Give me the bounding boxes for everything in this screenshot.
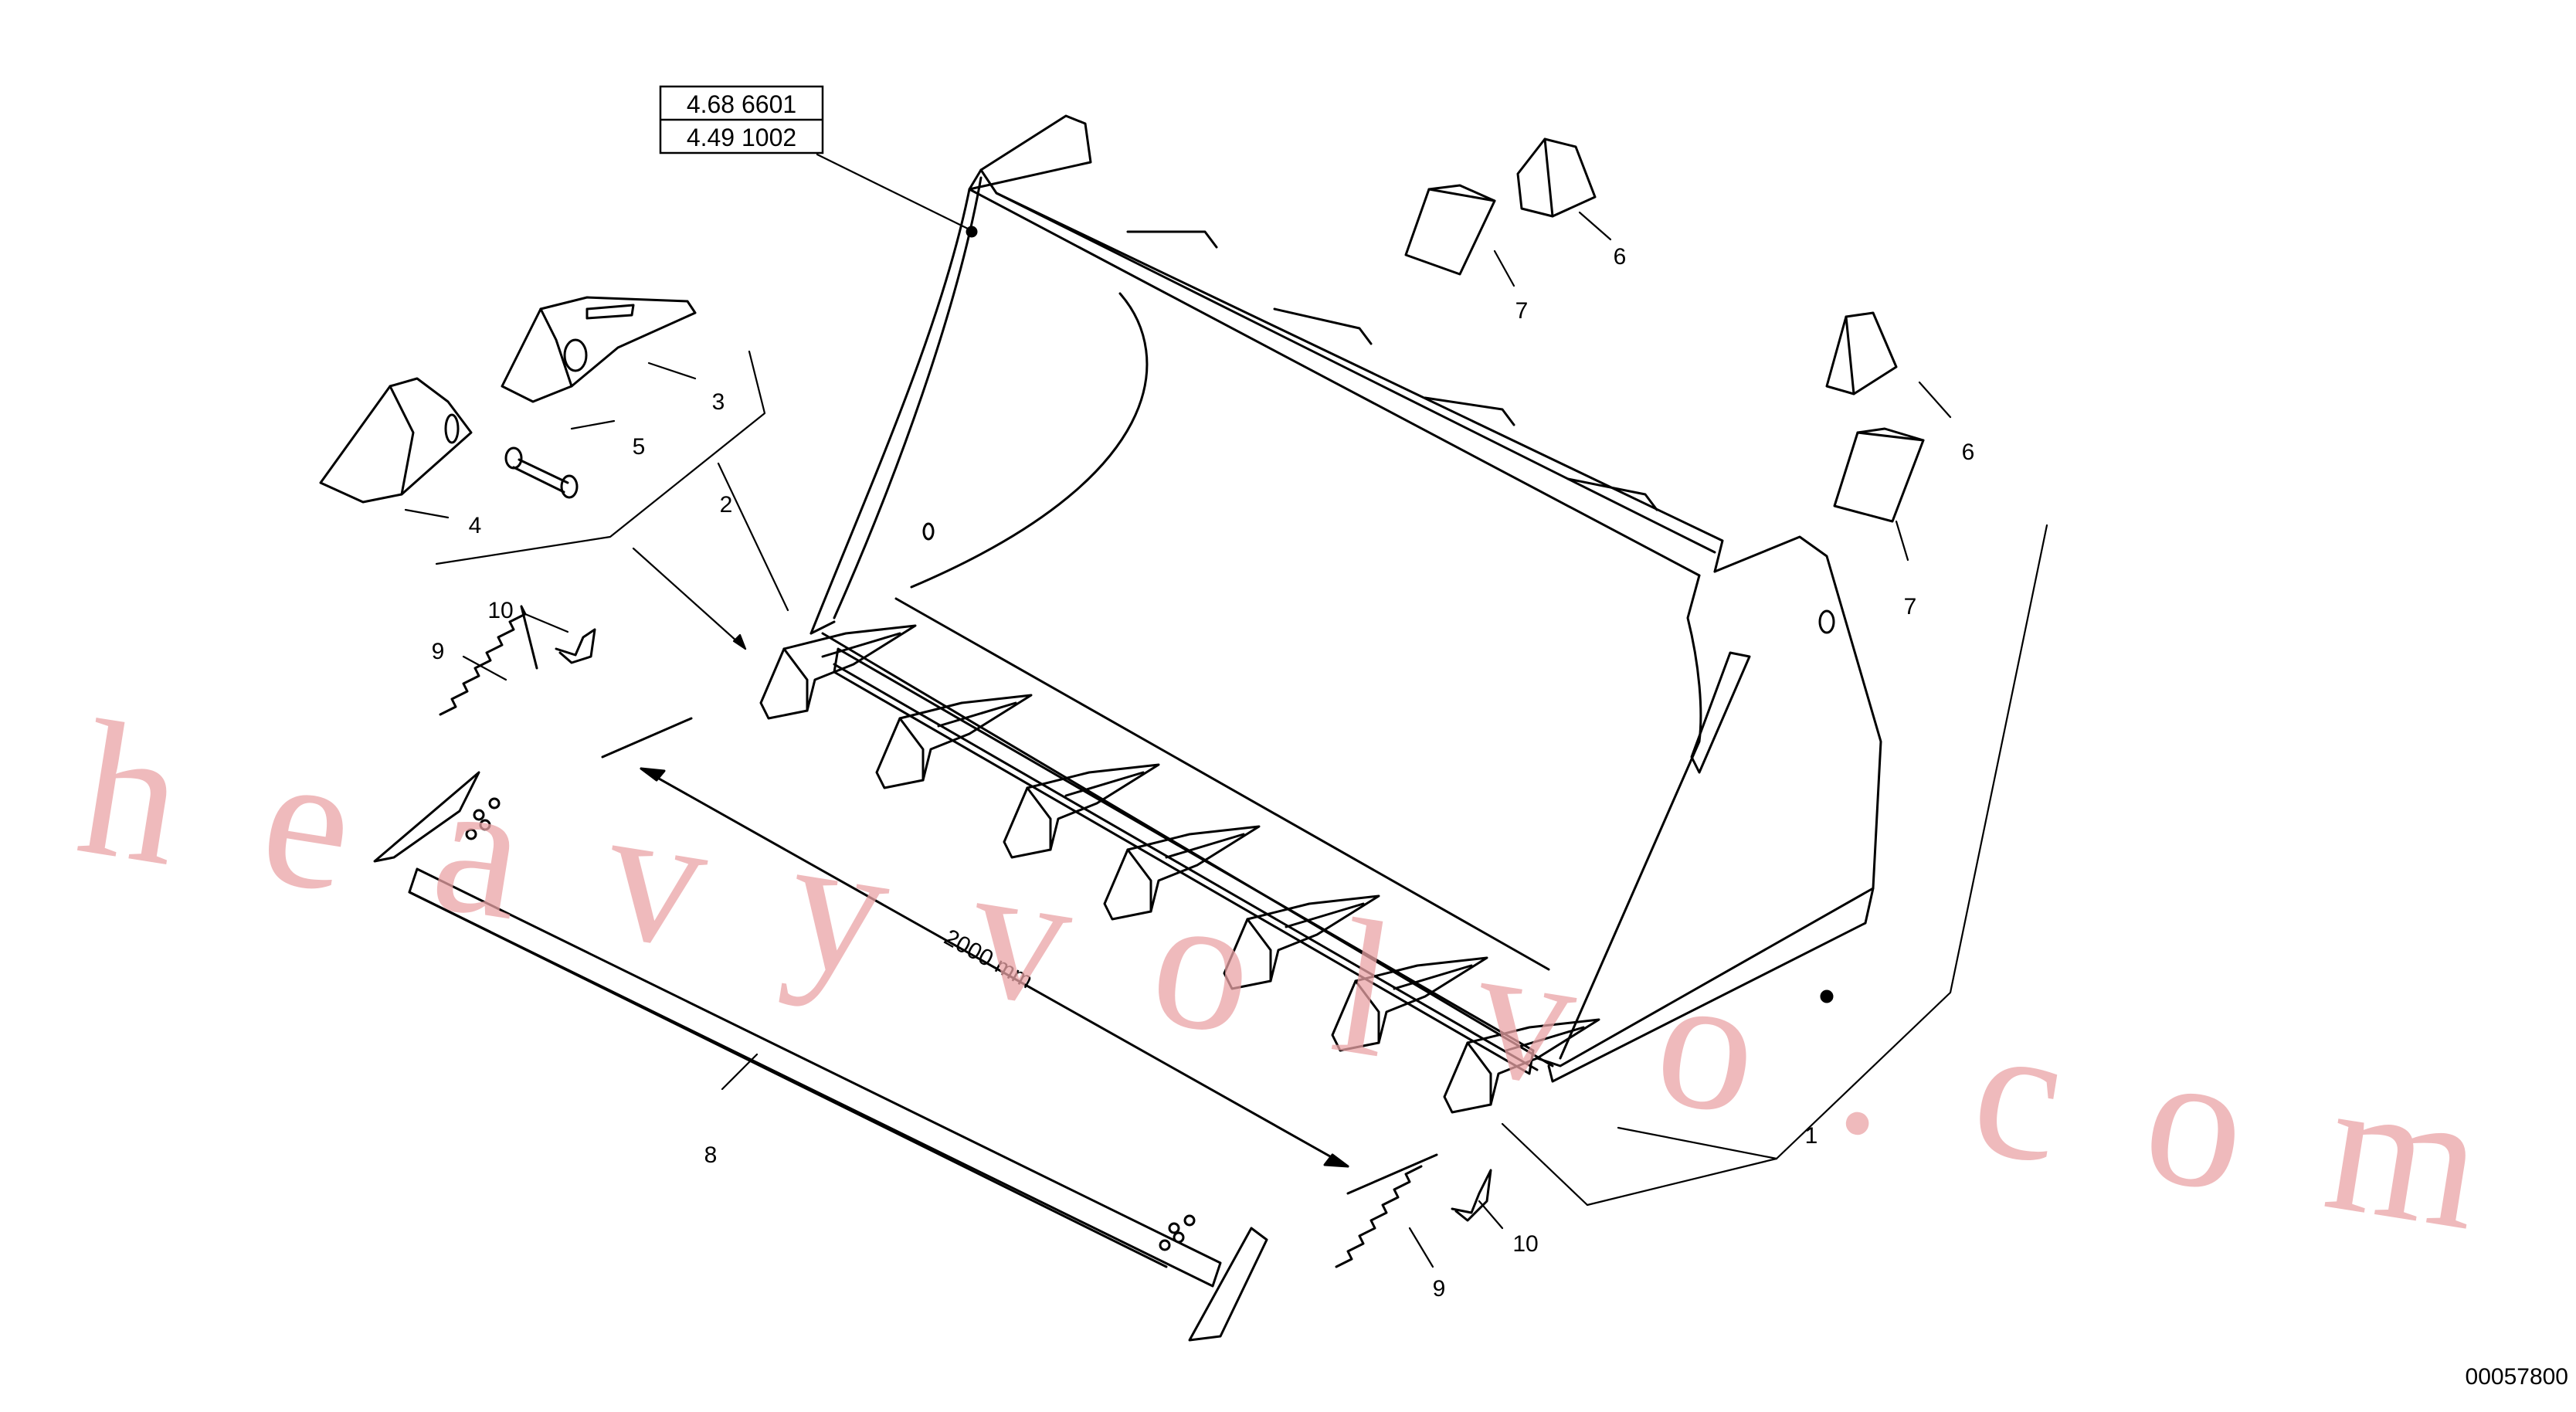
callout-9-right: 9 — [1433, 1276, 1446, 1302]
callout-3: 3 — [712, 389, 725, 415]
spring-right-part — [1335, 1165, 1423, 1268]
callout-5: 5 — [633, 434, 646, 460]
retainer-left-part — [555, 628, 596, 664]
callout-7-left: 7 — [1515, 298, 1529, 324]
cutting-edge-part — [373, 771, 1268, 1342]
tooth-adapter-part — [501, 296, 697, 403]
callout-labels: 1 2 3 4 5 6 7 6 7 8 9 10 9 10 — [432, 244, 1975, 1302]
pin-part — [504, 446, 579, 499]
retainer-right-part — [1451, 1169, 1492, 1222]
reference-number-2: 4.49 1002 — [687, 124, 796, 151]
wear-block-6-right — [1825, 311, 1898, 395]
mounted-tooth — [875, 694, 1033, 789]
callout-9-left: 9 — [432, 639, 445, 664]
callout-8: 8 — [704, 1142, 718, 1168]
callout-1: 1 — [1805, 1123, 1818, 1149]
drawing-number: 00057800 — [2466, 1364, 2568, 1390]
wear-block-7-left — [1404, 184, 1496, 276]
callout-6-left: 6 — [1614, 244, 1627, 270]
callout-10-left: 10 — [487, 598, 513, 623]
callout-4: 4 — [469, 513, 482, 538]
mounted-tooth — [1003, 763, 1160, 859]
mounted-tooth — [1223, 894, 1380, 990]
tooth-part — [319, 377, 473, 504]
wear-block-7-right — [1833, 427, 1925, 523]
wear-block-6-left — [1516, 137, 1597, 218]
bucket — [809, 114, 1882, 1083]
callout-7-right: 7 — [1904, 594, 1917, 619]
watermark: heavyvolvo.com — [66, 681, 2496, 1271]
bucket-teeth-row — [759, 624, 1600, 1114]
reference-box: 4.68 6601 4.49 1002 — [659, 85, 824, 154]
mounted-tooth — [1103, 825, 1261, 921]
callout-2: 2 — [720, 492, 733, 518]
dimension-line — [601, 717, 1438, 1195]
reference-number-1: 4.68 6601 — [687, 90, 796, 118]
mounted-tooth — [1443, 1018, 1600, 1114]
spring-left-part — [439, 605, 538, 716]
mounted-tooth — [759, 624, 917, 720]
mounted-tooth — [1331, 956, 1488, 1052]
callout-10-right: 10 — [1512, 1231, 1538, 1257]
callout-6-right: 6 — [1962, 440, 1975, 465]
leader-lines — [404, 153, 2048, 1268]
